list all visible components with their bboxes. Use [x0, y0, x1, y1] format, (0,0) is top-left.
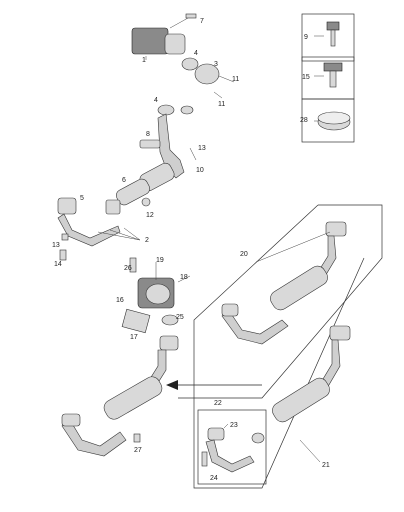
label-6: 6 — [122, 177, 126, 184]
egr-valve-body — [131, 27, 169, 55]
flange-21-top — [329, 325, 351, 341]
reference-arrow — [166, 380, 262, 390]
assembly-20 — [221, 221, 347, 345]
label-20: 20 — [240, 251, 248, 258]
label-18: 18 — [180, 274, 188, 281]
arrow-head-icon — [166, 380, 178, 390]
bracket-8 — [139, 139, 161, 149]
bolt-shank-icon — [330, 29, 336, 47]
label-2: 2 — [145, 237, 149, 244]
label-13-lower: 13 — [52, 242, 60, 249]
label-13-upper: 13 — [198, 145, 206, 152]
gasket-17 — [121, 308, 151, 334]
label-24: 24 — [210, 475, 218, 482]
leader-lines — [145, 56, 331, 463]
frame-20 — [178, 204, 383, 399]
part-labels: 1 2 3 4 4 5 6 7 8 9 10 11 11 12 13 13 14… — [52, 18, 330, 482]
gasket-4c — [180, 105, 194, 115]
flange-3 — [194, 63, 220, 85]
bolt-14 — [59, 249, 67, 261]
label-7: 7 — [200, 18, 204, 25]
gasket-21 — [251, 432, 265, 444]
label-11-upper: 11 — [232, 76, 239, 83]
label-14: 14 — [54, 261, 62, 268]
flange-bolt-head-icon — [323, 62, 343, 72]
upper-pipe-and-cooler — [105, 113, 197, 215]
label-12: 12 — [146, 212, 154, 219]
pipe-bellows-lower-left — [61, 419, 127, 457]
gasket-25 — [161, 314, 179, 326]
left-pipe-assembly — [57, 197, 141, 261]
label-16: 16 — [116, 297, 124, 304]
label-27: 27 — [134, 447, 142, 454]
flange-plate — [105, 199, 121, 215]
cooler-20 — [270, 265, 328, 311]
nut-12 — [141, 197, 151, 207]
label-26: 26 — [124, 265, 132, 272]
gasket-4b — [157, 104, 175, 116]
pipe-bellows-20 — [221, 311, 289, 345]
nut-13 — [61, 233, 69, 241]
label-28: 28 — [300, 117, 308, 124]
bolt-head-icon — [326, 21, 340, 31]
frame-22 — [197, 409, 267, 485]
label-21: 21 — [322, 462, 330, 469]
label-4-lower: 4 — [154, 97, 158, 104]
flange-lower-left — [159, 335, 179, 351]
flange-20-end — [221, 303, 239, 317]
bolt-24 — [201, 451, 208, 467]
pipe-section-left — [57, 213, 121, 247]
lower-left-cooler-assembly — [61, 335, 179, 457]
bolt-7 — [185, 13, 197, 19]
label-11-lower: 11 — [218, 101, 225, 108]
assembly-21 — [251, 325, 351, 444]
label-17: 17 — [130, 334, 138, 341]
label-9: 9 — [304, 34, 308, 41]
label-22: 22 — [214, 400, 222, 407]
label-3: 3 — [214, 61, 218, 68]
gasket-4a — [181, 57, 199, 71]
cooler-21 — [272, 377, 330, 423]
subassembly-22 — [197, 409, 267, 485]
egr-valve-housing — [164, 33, 186, 55]
legend-column — [301, 13, 355, 143]
pipe-bellows-22 — [205, 439, 255, 473]
flange-bolt-shank-icon — [329, 70, 337, 88]
label-15: 15 — [302, 74, 310, 81]
flange-22 — [207, 427, 225, 441]
bolt-27 — [133, 433, 141, 443]
label-25: 25 — [176, 314, 184, 321]
label-5: 5 — [80, 195, 84, 202]
throttle-valve-assembly — [121, 257, 191, 334]
pipe-section-upper — [157, 113, 185, 179]
legend-box-clamp-28 — [301, 98, 355, 143]
label-19: 19 — [156, 257, 164, 264]
label-4-top: 4 — [194, 50, 198, 57]
label-23: 23 — [230, 422, 238, 429]
cooler-lower-left — [103, 376, 163, 420]
legend-box-bolt-9 — [301, 13, 355, 62]
egr-valve-assembly — [131, 13, 235, 116]
flange-lower-left-end — [61, 413, 81, 427]
flange-20-top — [325, 221, 347, 237]
hose-clamp-top-icon — [317, 111, 351, 125]
flange-5 — [57, 197, 77, 215]
label-1: 1 — [142, 57, 146, 64]
bolt-26 — [129, 257, 137, 273]
label-10: 10 — [196, 167, 204, 174]
label-8: 8 — [146, 131, 150, 138]
valve-port — [145, 283, 171, 305]
